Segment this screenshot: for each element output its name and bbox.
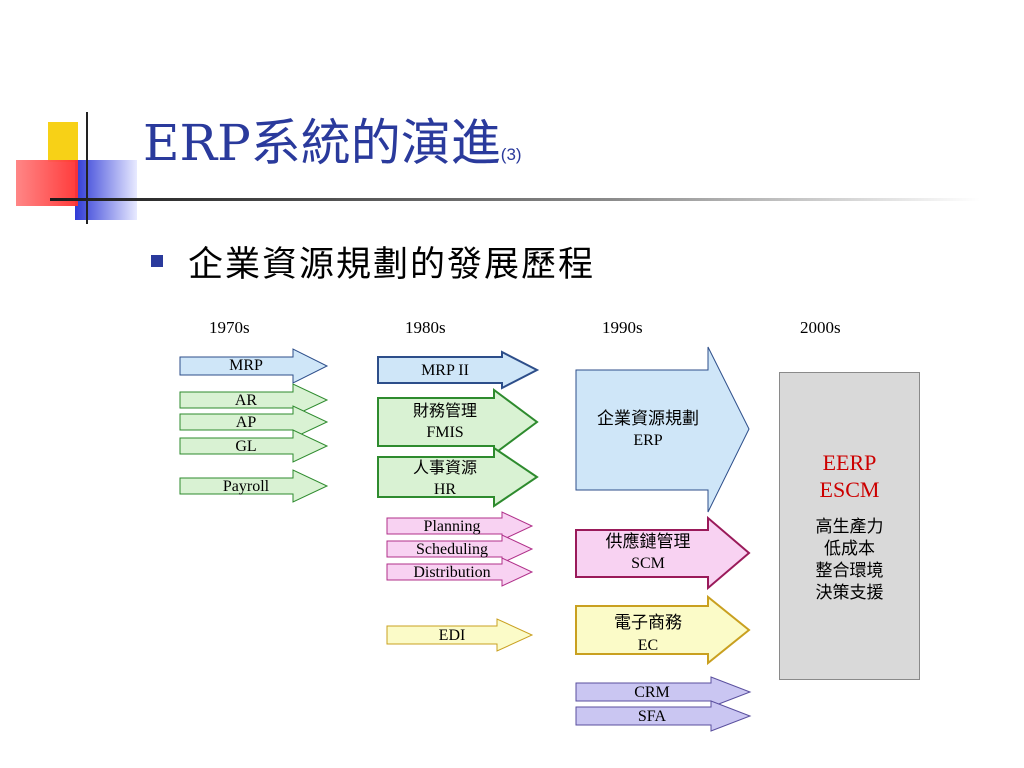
yellow-square [48,122,78,162]
arrow-scm-label-zh: 供應鏈管理 [606,531,691,551]
arrow-fmis: 財務管理 FMIS [377,388,539,456]
feature-item: 低成本 [824,539,875,559]
arrow-scheduling-label: Scheduling [416,541,488,558]
feature-item: 整合環境 [815,561,884,581]
arrow-erp-label: ERP [633,432,662,449]
arrow-ec-label: EC [638,637,658,654]
arrow-fmis-label-zh: 財務管理 [413,402,477,420]
arrow-hr-label-zh: 人事資源 [413,459,477,477]
arrow-sfa-label: SFA [638,708,667,725]
bullet-text: 企業資源規劃的發展歷程 [188,245,596,285]
decade-1970s: 1970s [209,318,250,337]
arrow-mrp-label: MRP [229,357,263,374]
title-underline [50,198,980,201]
arrow-ar-label: AR [235,392,258,409]
arrow-gl-label: GL [235,438,256,455]
arrow-gl: GL [179,429,329,463]
arrow-payroll: Payroll [179,469,329,503]
arrow-mrp: MRP [179,348,329,384]
arrow-distribution: Distribution [386,557,534,587]
page-title: ERP系統的演進(3) [143,118,522,168]
decade-1980s: 1980s [405,318,446,337]
arrow-payroll-label: Payroll [223,478,270,495]
arrow-crm: CRM [575,676,752,708]
feature-item: 決策支援 [815,583,884,603]
feature-item: 高生產力 [815,517,884,537]
page-title-suffix: (3) [500,145,522,164]
eerp-heading: EERP ESCM [780,449,919,503]
arrow-mrp2-label: MRP II [421,362,469,379]
bullet-marker [151,255,163,267]
blue-square [75,160,137,220]
arrow-scheduling: Scheduling [386,534,534,564]
arrow-ap-label: AP [236,414,257,431]
eerp-label: EERP [822,450,877,475]
arrow-ar: AR [179,383,329,417]
arrow-planning: Planning [386,511,534,541]
arrow-hr: 人事資源 HR [377,446,539,508]
escm-label: ESCM [819,477,880,502]
arrow-fmis-label: FMIS [426,424,463,441]
decade-1990s: 1990s [602,318,643,337]
page-title-main: ERP系統的演進 [143,114,501,172]
arrow-ap: AP [179,405,329,439]
arrow-hr-label: HR [434,481,457,498]
arrow-distribution-label: Distribution [413,564,490,581]
arrow-scm: 供應鏈管理 SCM [575,515,751,591]
arrow-edi: EDI [386,618,534,652]
arrow-scm-label: SCM [631,555,665,572]
feature-list: 高生產力 低成本 整合環境 決策支援 [780,516,919,604]
arrow-planning-label: Planning [424,518,481,535]
arrow-edi-label: EDI [439,627,466,644]
eerp-box: EERP ESCM 高生產力 低成本 整合環境 決策支援 [779,372,920,680]
decorative-squares [16,112,980,224]
arrow-ec-label-zh: 電子商務 [614,613,682,632]
arrow-erp: 企業資源規劃 ERP [575,346,750,513]
arrow-sfa: SFA [575,700,752,732]
arrow-erp-label-zh: 企業資源規劃 [597,409,699,428]
decade-2000s: 2000s [800,318,841,337]
arrow-crm-label: CRM [634,684,670,701]
arrow-ec: 電子商務 EC [575,594,751,666]
arrow-mrp2: MRP II [377,350,540,390]
